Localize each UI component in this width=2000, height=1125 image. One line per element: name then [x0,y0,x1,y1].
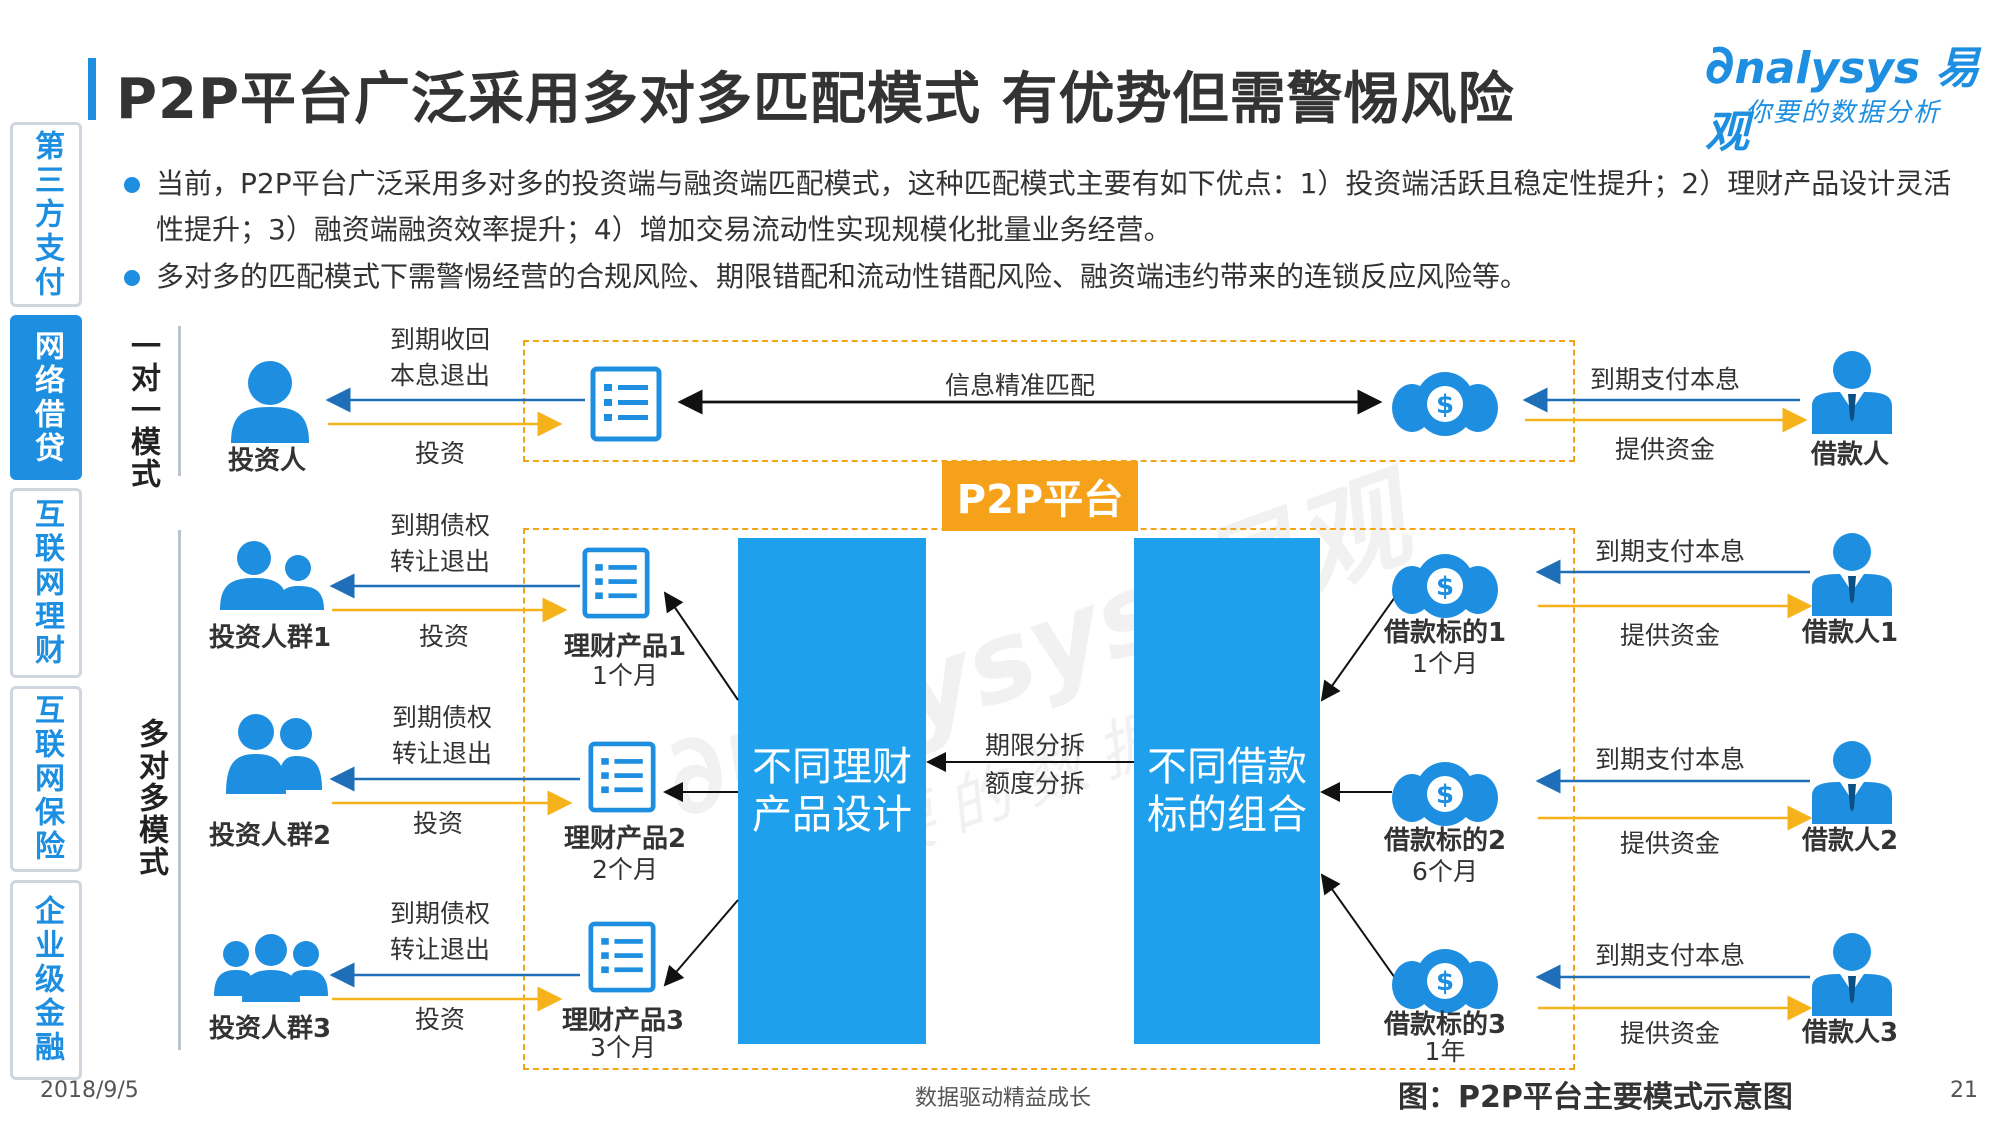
svg-text:$: $ [1436,572,1454,602]
wealth-product-icon [588,741,656,813]
brand-slogan: 你要的数据分析 [1745,98,1942,128]
repay-label-1: 到期支付本息 [1594,537,1745,566]
product-2-term: 2个月 [592,855,658,884]
product-2-label: 理财产品2 [563,824,687,854]
invest-label-3: 投资 [414,1005,465,1034]
sidebar-item-internet-insurance[interactable]: 互联网保险 [10,686,82,872]
footer-date: 2018/9/5 [40,1078,139,1103]
svg-text:$: $ [1436,780,1454,810]
title-accent-bar [88,58,96,120]
invest-label-2: 投资 [412,809,463,838]
bullet-dot [124,177,140,193]
brand-logo: ∂nalysys 易观 [1705,33,1980,158]
invest-label-1: 投资 [418,622,469,651]
loan-2-label: 借款标的2 [1383,826,1507,856]
money-bag-icon: $ [1392,554,1498,618]
info-match-label: 信息精准匹配 [944,371,1095,400]
bullet-dot [124,270,140,286]
wealth-product-icon [582,547,650,619]
document-list-icon [590,366,662,442]
investor-group-icon [214,934,328,1002]
investor-group-2-label: 投资人群2 [208,821,332,851]
investor-icon [231,361,309,443]
loan-combo-box: 不同借款 标的组合 [1134,538,1320,1044]
loan-3-label: 借款标的3 [1383,1010,1507,1040]
section-label-one-to-one: 一对一模式 [125,330,160,490]
investor-group-icon [226,714,322,794]
section-divider [178,530,181,1050]
one-to-one-left-bottom-label: 投资 [414,439,465,468]
investor-label: 投资人 [227,446,306,476]
investor-group-3-label: 投资人群3 [208,1014,332,1044]
product-design-box: 不同理财 产品设计 [738,538,926,1044]
product-3-term: 3个月 [590,1033,656,1062]
bullet-text-1: 当前，P2P平台广泛采用多对多的投资端与融资端匹配模式，这种匹配模式主要有如下优… [156,167,1952,246]
borrower-2-label: 借款人2 [1801,826,1899,856]
money-bag-icon: $ [1392,949,1498,1013]
p2p-platform-label: P2P平台 [942,461,1138,531]
borrower-1-label: 借款人1 [1801,618,1899,648]
loan-1-term: 1个月 [1412,649,1478,678]
one-to-one-right-top-label: 到期支付本息 [1589,365,1740,394]
svg-text:$: $ [1436,390,1454,420]
sidebar-item-third-party-payment[interactable]: 第三方支付 [10,122,82,307]
one-to-one-left-top-label: 到期收回 本息退出 [389,325,490,390]
sidebar-item-enterprise-finance[interactable]: 企业级金融 [10,880,82,1080]
fund-label-2: 提供资金 [1619,829,1720,858]
sidebar-item-p2p-lending[interactable]: 网络借贷 [10,315,82,480]
page-title: P2P平台广泛采用多对多匹配模式 有优势但需警惕风险 [116,67,1515,132]
section-divider [178,326,181,476]
product-1-label: 理财产品1 [563,632,687,662]
svg-text:$: $ [1436,967,1454,997]
amount-split-label: 额度分拆 [984,769,1085,798]
investor-group-icon [220,541,324,610]
exit-label-1: 到期债权 转让退出 [389,511,490,576]
money-bag-icon: $ [1392,762,1498,826]
section-label-many-to-many: 多对多模式 [133,718,168,878]
figure-caption: 图：P2P平台主要模式示意图 [1398,1080,1793,1115]
fund-label-1: 提供资金 [1619,621,1720,650]
loan-3-term: 1年 [1424,1037,1466,1066]
borrower-icon [1812,351,1892,434]
loan-2-term: 6个月 [1412,857,1478,886]
wealth-product-icon [588,921,656,993]
one-to-one-right-bottom-label: 提供资金 [1614,435,1715,464]
term-split-label: 期限分拆 [984,731,1085,760]
footer-slogan: 数据驱动精益成长 [915,1086,1092,1111]
borrower-icon [1812,933,1892,1016]
investor-group-1-label: 投资人群1 [208,623,332,653]
repay-label-2: 到期支付本息 [1594,745,1745,774]
repay-label-3: 到期支付本息 [1594,941,1745,970]
borrower-icon [1812,533,1892,616]
exit-label-2: 到期债权 转让退出 [391,703,492,768]
sidebar-item-internet-wealth[interactable]: 互联网理财 [10,488,82,678]
loan-1-label: 借款标的1 [1383,618,1507,648]
money-bag-icon: $ [1392,372,1498,436]
fund-label-3: 提供资金 [1619,1019,1720,1048]
borrower-label: 借款人 [1810,440,1889,470]
bullet-text-2: 多对多的匹配模式下需警惕经营的合规风险、期限错配和流动性错配风险、融资端违约带来… [156,260,1529,293]
product-1-term: 1个月 [592,661,658,690]
borrower-icon [1812,741,1892,824]
exit-label-3: 到期债权 转让退出 [389,899,490,964]
product-3-label: 理财产品3 [561,1006,685,1036]
borrower-3-label: 借款人3 [1801,1018,1899,1048]
page-number: 21 [1950,1078,1978,1103]
